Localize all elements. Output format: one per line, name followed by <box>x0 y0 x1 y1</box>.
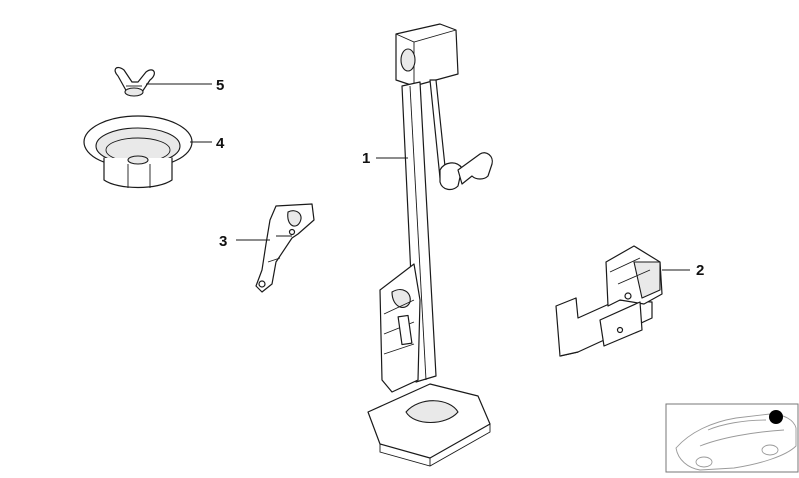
wing-nut-icon <box>114 66 155 97</box>
callout-3: 3 <box>219 233 227 250</box>
callout-5: 5 <box>216 77 224 94</box>
callout-labels: 5 4 3 1 2 <box>216 77 704 279</box>
rubber-grommet-icon <box>83 115 193 189</box>
vehicle-jack-icon <box>367 23 493 467</box>
vehicle-location-icon <box>675 413 797 471</box>
callout-2: 2 <box>696 262 704 279</box>
vehicle-location-inset <box>665 403 799 473</box>
location-marker <box>769 410 783 424</box>
callout-4: 4 <box>216 135 225 152</box>
leader-lines <box>146 83 690 271</box>
jack-holder-bracket-icon <box>555 245 663 357</box>
mounting-bracket-icon <box>255 203 315 293</box>
callout-1: 1 <box>362 150 370 167</box>
